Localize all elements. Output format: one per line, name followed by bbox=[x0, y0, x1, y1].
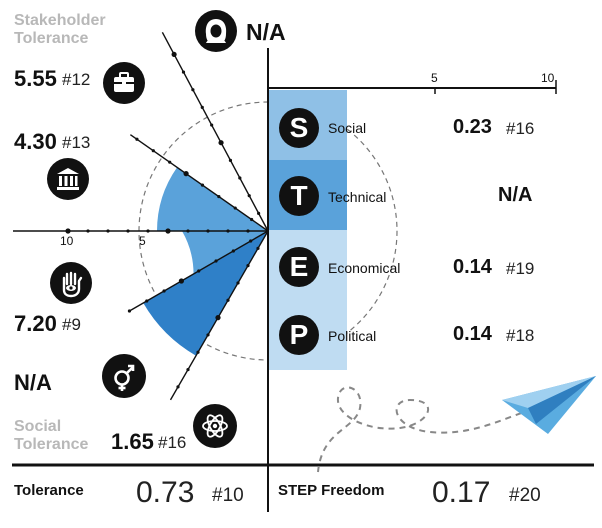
spoke-tick bbox=[183, 171, 189, 177]
spoke-tick bbox=[176, 385, 180, 389]
spoke-tick bbox=[162, 289, 166, 293]
social-letter-icon: S bbox=[279, 108, 319, 148]
economical-value: 0.14 bbox=[453, 256, 492, 278]
spoke-tick bbox=[165, 228, 171, 234]
radial-tick-label-5: 5 bbox=[139, 234, 146, 248]
spoke-tick bbox=[86, 229, 90, 233]
spoke-line-0 bbox=[161, 32, 269, 232]
spoke-tick bbox=[206, 229, 210, 233]
radial-wedges bbox=[143, 167, 268, 356]
spoke-tick bbox=[226, 229, 230, 233]
spoke-tick bbox=[200, 183, 205, 187]
tolerance-value: 0.73 bbox=[136, 476, 195, 509]
paper-plane-icon bbox=[502, 376, 596, 434]
spoke-tick bbox=[226, 298, 230, 302]
step-tick-label-5: 5 bbox=[431, 71, 438, 85]
wedge-business bbox=[157, 167, 268, 231]
spoke-tick bbox=[191, 88, 195, 92]
spoke-tick bbox=[256, 246, 260, 250]
technical-letter-icon: T bbox=[279, 176, 319, 216]
science-rank: #16 bbox=[158, 433, 187, 452]
spoke-tick bbox=[168, 160, 172, 164]
spoke-tick bbox=[233, 206, 237, 210]
spoke-tick bbox=[178, 278, 184, 284]
step-freedom-label: STEP Freedom bbox=[278, 482, 385, 499]
spoke-tick bbox=[238, 176, 242, 180]
plane-trail bbox=[317, 386, 531, 473]
technical-value: N/A bbox=[498, 184, 533, 206]
spoke-tick bbox=[257, 211, 261, 215]
spoke-tick bbox=[200, 105, 204, 109]
step-tick-label-10: 10 bbox=[541, 71, 555, 85]
spoke-tick bbox=[214, 259, 218, 263]
spoke-tick bbox=[215, 315, 221, 321]
spoke-tick bbox=[127, 309, 132, 313]
spoke-tick bbox=[145, 299, 149, 303]
gender-symbol-icon bbox=[102, 354, 146, 398]
spoke-tick bbox=[206, 333, 210, 337]
spoke-tick bbox=[218, 140, 224, 146]
political-rank: #18 bbox=[506, 326, 535, 345]
government-rank: #13 bbox=[62, 133, 91, 152]
spoke-tick bbox=[106, 229, 110, 233]
social-label: Social bbox=[328, 120, 367, 136]
spoke-tick bbox=[181, 70, 186, 74]
tolerance-rank: #10 bbox=[212, 485, 244, 506]
spoke-tick bbox=[186, 229, 190, 233]
spoke-tick bbox=[217, 194, 221, 199]
tolerance-label: Tolerance bbox=[14, 482, 84, 499]
spoke-tick bbox=[249, 239, 253, 243]
briefcase-icon bbox=[103, 62, 145, 104]
atom-icon bbox=[193, 404, 237, 448]
person-headscarf-icon bbox=[195, 10, 237, 52]
economical-rank: #19 bbox=[506, 259, 535, 278]
spoke-tick bbox=[246, 264, 250, 268]
economical-label: Economical bbox=[328, 260, 401, 276]
spoke-tick bbox=[228, 158, 233, 162]
religion-value: N/A bbox=[246, 19, 286, 45]
spoke-tick bbox=[135, 137, 139, 141]
spoke-tick bbox=[126, 229, 130, 233]
business-value: 5.55 bbox=[14, 66, 57, 91]
spoke-tick bbox=[65, 228, 71, 234]
spoke-tick bbox=[151, 149, 155, 153]
spoke-tick bbox=[250, 217, 254, 222]
spoke-tick bbox=[210, 123, 214, 127]
spoke-tick bbox=[197, 269, 201, 273]
spoke-tick bbox=[246, 229, 250, 233]
government-value: 4.30 bbox=[14, 129, 57, 154]
spoke-tick bbox=[186, 367, 190, 372]
wedge-security bbox=[143, 231, 268, 356]
social-rank: #16 bbox=[506, 119, 535, 138]
step-freedom-rank: #20 bbox=[509, 485, 541, 506]
gender-value: N/A bbox=[14, 370, 52, 395]
spoke-tick bbox=[196, 350, 200, 354]
spoke-tick bbox=[236, 281, 240, 285]
spoke-tick bbox=[247, 194, 251, 198]
radial-spokes bbox=[13, 32, 269, 401]
spoke-tick bbox=[171, 51, 177, 58]
wedge-government bbox=[182, 231, 268, 274]
stakeholder-tolerance-header: Stakeholder Tolerance bbox=[14, 12, 106, 47]
science-value: 1.65 bbox=[111, 429, 154, 454]
spoke-tick bbox=[146, 229, 150, 233]
radial-tick-label-10: 10 bbox=[60, 234, 74, 248]
spoke-tick bbox=[231, 249, 235, 253]
hand-eye-icon bbox=[50, 262, 92, 304]
economical-letter-icon: E bbox=[279, 247, 319, 287]
social-value: 0.23 bbox=[453, 116, 492, 138]
government-building-icon bbox=[47, 158, 89, 200]
security-value: 7.20 bbox=[14, 311, 57, 336]
political-label: Political bbox=[328, 328, 377, 344]
step-freedom-value: 0.17 bbox=[432, 476, 491, 509]
political-value: 0.14 bbox=[453, 323, 492, 345]
political-letter-icon: P bbox=[279, 315, 319, 355]
technical-label: Technical bbox=[328, 189, 387, 205]
security-rank: #9 bbox=[62, 315, 81, 334]
social-tolerance-header: Social Tolerance bbox=[14, 418, 89, 453]
business-rank: #12 bbox=[62, 70, 91, 89]
